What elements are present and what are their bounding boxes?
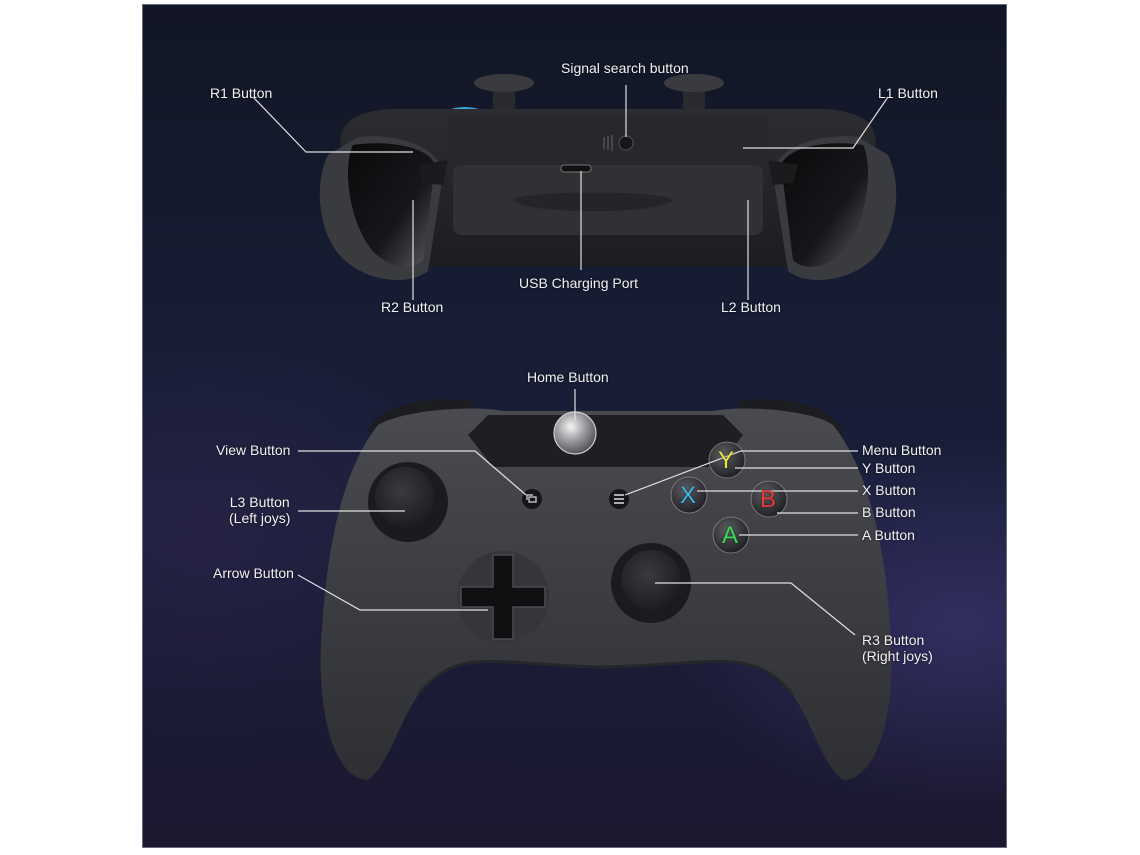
view-icon [526,494,537,503]
label-r3-line2: (Right joys) [862,648,933,664]
label-r2-button: R2 Button [381,299,444,315]
label-view-button: View Button [216,442,291,458]
top-view-controller [319,74,897,280]
label-x-button: X Button [862,482,916,498]
front-view-controller [320,399,892,780]
label-l1-button: L1 Button [878,85,938,101]
controller-illustration [252,74,897,780]
label-l3-line1: L3 Button [229,494,290,510]
label-a-button: A Button [862,527,915,543]
a-glyph: A [722,522,739,549]
b-glyph: B [760,486,777,513]
label-r3-button: R3 Button (Right joys) [862,632,933,664]
label-menu-button: Menu Button [862,442,942,458]
dpad-graphic [460,554,546,640]
label-l3-button: L3 Button (Left joys) [229,494,290,526]
label-l3-line2: (Left joys) [229,510,291,526]
label-y-button: Y Button [862,460,916,476]
front-view-leader-lines [297,389,858,636]
label-usb-charging-port: USB Charging Port [519,275,639,291]
label-home-button: Home Button [527,369,609,385]
label-r1-button: R1 Button [210,85,273,101]
top-view-leader-lines [252,85,889,300]
label-l2-button: L2 Button [721,299,781,315]
label-signal-search-button: Signal search button [561,60,689,76]
x-glyph: X [680,482,697,509]
y-glyph: Y [718,447,735,474]
menu-icon [614,494,624,504]
controller-diagram: Y X B A Signal search button R1 Button L… [142,4,1007,848]
label-b-button: B Button [862,504,916,520]
label-arrow-button: Arrow Button [213,565,294,581]
label-r3-line1: R3 Button [862,632,925,648]
